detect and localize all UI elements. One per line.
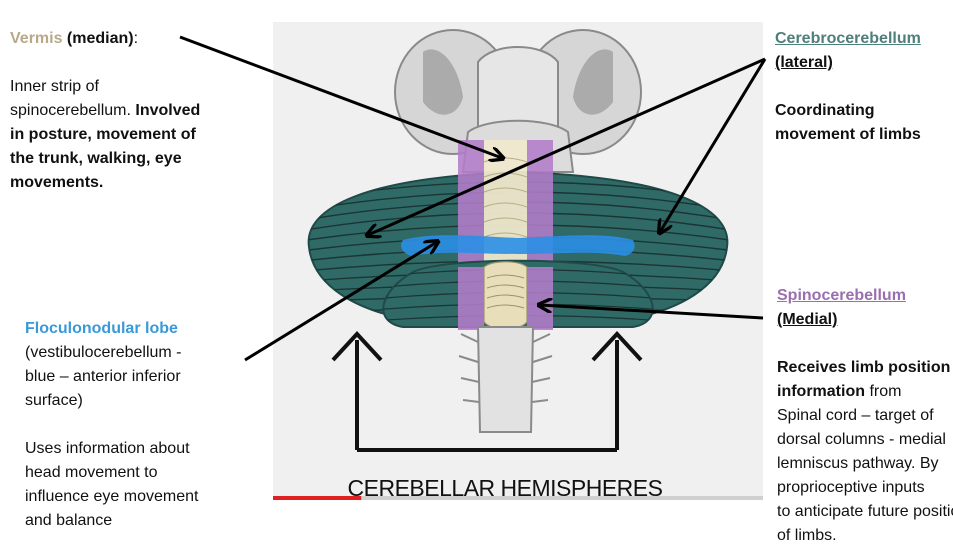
vermis-line-2-bold: Involved: [135, 102, 201, 119]
spinocerebellum-title: Spinocerebellum: [777, 287, 906, 304]
cerebrocerebellum-subtitle: (lateral): [775, 54, 833, 71]
spinocerebellum-annotation: Spinocerebellum (Medial) Receives limb p…: [777, 284, 953, 548]
spinal-cord: [458, 326, 553, 433]
spinocerebellum-line-2: information from: [777, 380, 953, 404]
flocculonodular-title: Floculonodular lobe: [25, 320, 178, 337]
spinocerebellum-line-6: proprioceptive inputs: [777, 479, 925, 496]
flocculonodular-line-7: and balance: [25, 512, 113, 529]
cerebrocerebellum-line-2: movement of limbs: [775, 126, 921, 143]
cerebrocerebellum-annotation: Cerebrocerebellum (lateral) Coordinating…: [775, 27, 953, 147]
figure-caption: CEREBELLAR HEMISPHERES: [348, 475, 663, 500]
vermis-annotation: Vermis (median): Inner strip of spinocer…: [10, 27, 255, 195]
flocculonodular-annotation: Floculonodular lobe (vestibulocerebellum…: [25, 317, 250, 533]
vermis-line-2-plain: spinocerebellum.: [10, 102, 136, 119]
cerebrocerebellum-line-1: Coordinating: [775, 102, 875, 119]
spinocerebellum-line-3: Spinal cord – target of: [777, 407, 934, 424]
video-progress-fill: [273, 496, 362, 500]
cerebrocerebellum-title: Cerebrocerebellum: [775, 30, 921, 47]
spinocerebellum-line-8: of limbs.: [777, 527, 837, 544]
flocculonodular-line-1: (vestibulocerebellum -: [25, 344, 182, 361]
vermis-heading: Vermis (median):: [10, 27, 255, 51]
flocculonodular-line-5: head movement to: [25, 464, 158, 481]
spinocerebellum-line-4: dorsal columns - medial: [777, 431, 946, 448]
flocculonodular-line-6: influence eye movement: [25, 488, 199, 505]
flocculonodular-line-4: Uses information about: [25, 440, 190, 457]
vermis-line-1: Inner strip of: [10, 78, 99, 95]
video-progress-track[interactable]: [273, 496, 763, 500]
vermis-line-5: movements.: [10, 174, 104, 191]
cerebellum-illustration: CEREBELLAR HEMISPHERES: [273, 22, 763, 500]
flocculonodular-line-2: blue – anterior inferior: [25, 368, 181, 385]
vermis-colon: :: [133, 30, 139, 47]
spinocerebellum-line-2-plain: from: [865, 383, 902, 400]
vermis-line-3: in posture, movement of: [10, 126, 196, 143]
vermis-line-2: spinocerebellum. Involved: [10, 99, 255, 123]
tonsil-lobes: [382, 259, 654, 331]
spinocerebellum-line-7: to anticipate future position: [777, 503, 953, 520]
spinocerebellum-subtitle: (Medial): [777, 311, 838, 328]
vermis-title: Vermis: [10, 30, 63, 47]
spinocerebellum-line-5: lemniscus pathway. By: [777, 455, 939, 472]
spinocerebellum-line-1: Receives limb position: [777, 359, 951, 376]
vermis-title-suffix: (median): [62, 30, 134, 47]
flocculonodular-band: [401, 235, 635, 256]
spinocerebellum-line-2-bold: information: [777, 383, 865, 400]
vermis-line-4: the trunk, walking, eye: [10, 150, 182, 167]
flocculonodular-line-3: surface): [25, 392, 83, 409]
